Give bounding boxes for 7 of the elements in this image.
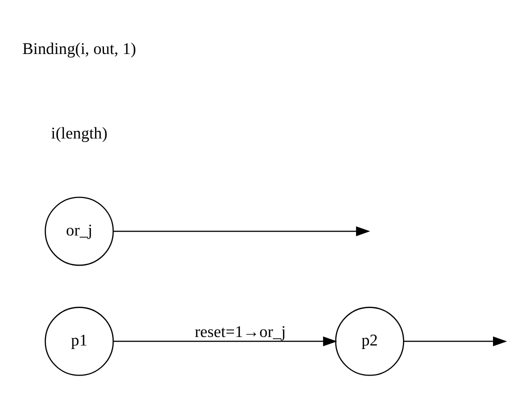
arrow [112, 336, 337, 346]
node-circle: or_j [44, 196, 114, 266]
label: i(length) [50, 122, 107, 142]
node-circle: p2 [334, 306, 404, 376]
label: Binding(i, out, 1) [22, 38, 136, 58]
node-circle: p1 [44, 306, 114, 376]
edge-label: reset=1→or_j [194, 321, 286, 340]
